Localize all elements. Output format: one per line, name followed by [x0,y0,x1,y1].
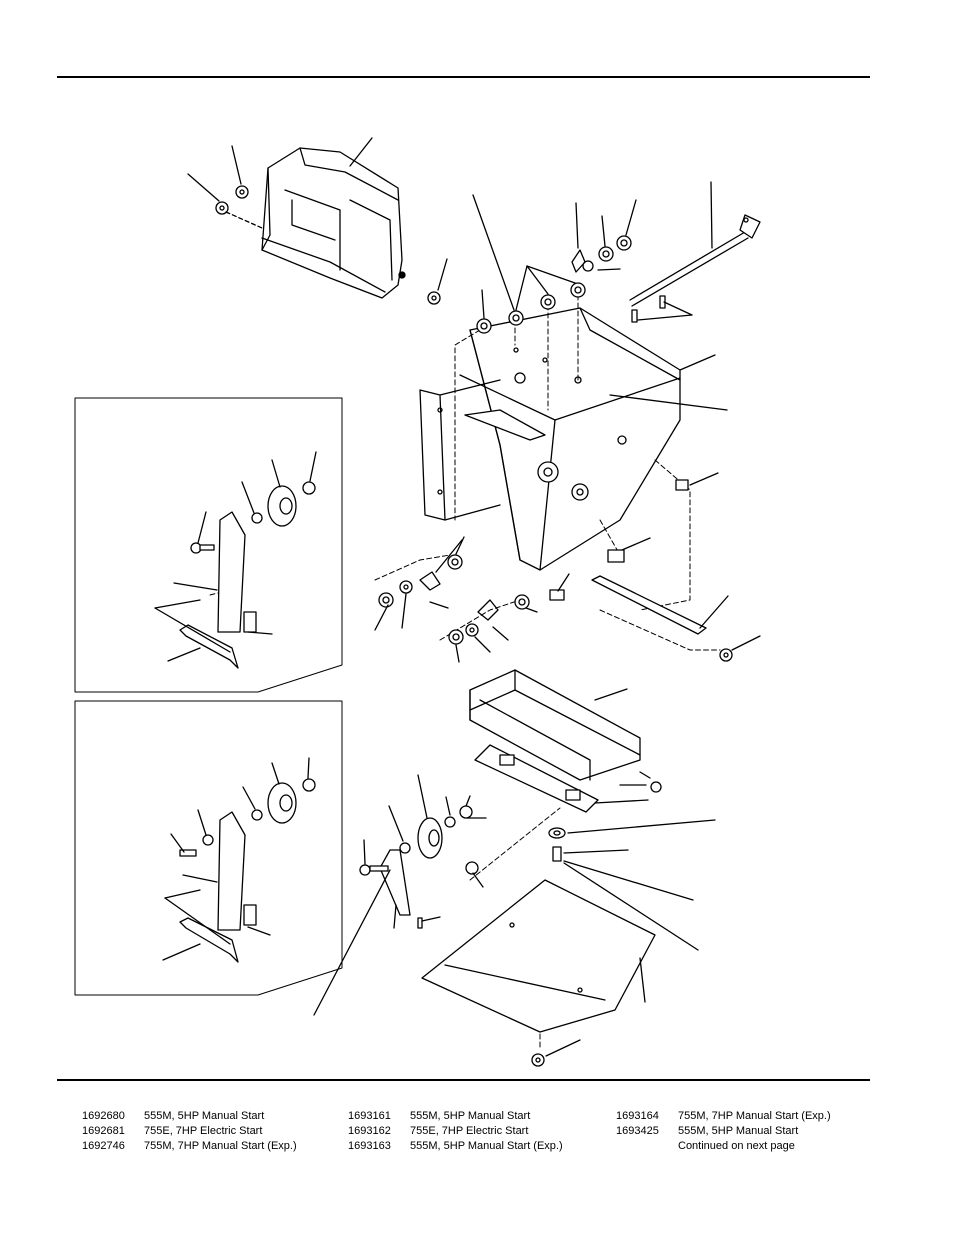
hardware-cluster [378,549,625,645]
idler-pulley-assembly [359,805,479,929]
continued-note: Continued on next page [678,1140,795,1152]
model-number: 1693163 [348,1140,391,1152]
belt-cover [261,147,406,299]
hardware-cluster [476,235,632,334]
frame-housing [419,307,681,571]
model-row: 1692746 755M, 7HP Manual Start (Exp.) [82,1139,297,1154]
bracket-bar [474,744,599,813]
bracket-strap [591,575,707,635]
model-row: 1693164 755M, 7HP Manual Start (Exp.) [616,1109,831,1124]
bottom-plate [421,879,656,1033]
channel-tray [469,669,641,781]
model-description: 555M, 5HP Manual Start [678,1125,799,1137]
model-list: 1693161 555M, 5HP Manual Start 1693162 755… [348,1109,563,1154]
idler-pulley-assembly [179,481,316,669]
model-list: 1692680 555M, 5HP Manual Start 1692681 755… [82,1109,297,1154]
nut-icon [215,185,441,305]
model-number: 1692681 [82,1125,125,1137]
model-number: 1692746 [82,1140,125,1152]
model-number: 1693425 [616,1125,659,1137]
model-description: 755M, 7HP Manual Start (Exp.) [144,1140,297,1152]
header-rule [57,76,870,78]
model-description: 755M, 7HP Manual Start (Exp.) [678,1110,831,1122]
footer-rule [57,1079,870,1081]
model-description: 555M, 5HP Manual Start [410,1110,531,1122]
model-list: 1693164 755M, 7HP Manual Start (Exp.) 169… [616,1109,831,1154]
model-description: 755E, 7HP Electric Start [410,1125,529,1137]
model-row: 1693425 555M, 5HP Manual Start [616,1124,831,1139]
model-number: 1692680 [82,1110,125,1122]
model-description: 555M, 5HP Manual Start (Exp.) [410,1140,563,1152]
model-number: 1693164 [616,1110,659,1122]
shift-rod [629,214,761,323]
model-row: 1693161 555M, 5HP Manual Start [348,1109,563,1124]
model-row: 1692681 755E, 7HP Electric Start [82,1124,297,1139]
idler-pulley-assembly [179,778,316,963]
model-row: 1692680 555M, 5HP Manual Start [82,1109,297,1124]
model-row: 1693163 555M, 5HP Manual Start (Exp.) [348,1139,563,1154]
model-description: 555M, 5HP Manual Start [144,1110,265,1122]
model-number: 1693162 [348,1125,391,1137]
model-row: 1693162 755E, 7HP Electric Start [348,1124,563,1139]
model-number: 1693161 [348,1110,391,1122]
model-description: 755E, 7HP Electric Start [144,1125,263,1137]
